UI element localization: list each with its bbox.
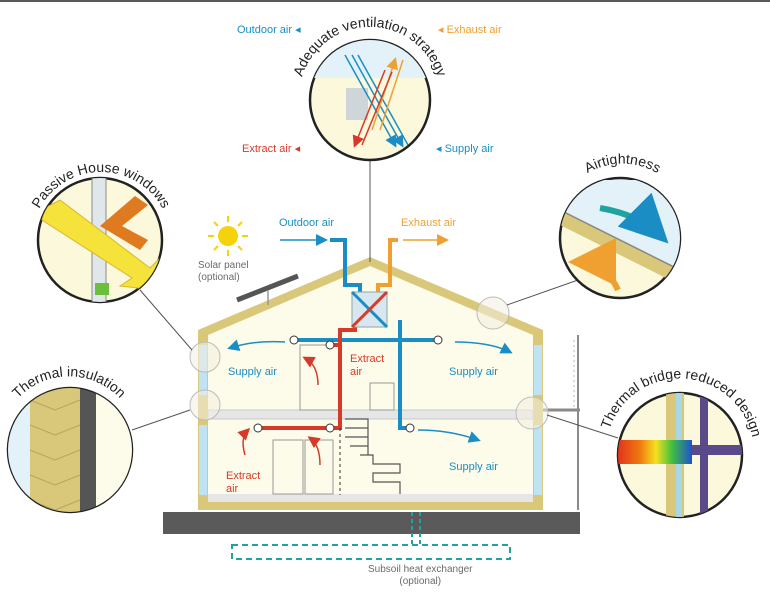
subsoil-label: Subsoil heat exchanger(optional)	[368, 564, 473, 587]
airtightness-callout	[558, 176, 682, 300]
supply-air-upper-left-label: Supply air	[228, 366, 277, 378]
solar-panel-label: Solar panel(optional)	[198, 260, 249, 283]
subsoil-heat-exchanger	[231, 544, 511, 560]
window-right-upper	[534, 345, 542, 395]
middle-floor	[207, 409, 534, 420]
heat-recovery-unit-icon	[350, 290, 389, 329]
supply-flow-arrow-ul	[227, 339, 286, 351]
house-exhaust-air-label: Exhaust air	[401, 217, 457, 229]
outdoor-air-duct	[330, 238, 362, 300]
windows-callout	[36, 176, 164, 304]
sun-icon	[208, 216, 248, 256]
air-valves	[253, 335, 443, 433]
detail-markers	[189, 296, 549, 430]
exhaust-air-duct	[376, 238, 398, 300]
callout-leader-lines	[131, 160, 619, 439]
supply-flow-arrow-ur	[454, 341, 513, 354]
insulation-callout	[6, 386, 134, 514]
solar-panel-icon	[236, 273, 299, 303]
supply-air-lower-right-label: Supply air	[449, 461, 498, 473]
ground-floor	[208, 494, 533, 502]
top-outdoor-air-label: Outdoor air ◂	[237, 24, 301, 36]
extract-flow-arrow-lower	[237, 427, 251, 456]
house-outdoor-air-label: Outdoor air	[279, 217, 335, 229]
window-left-lower	[199, 425, 207, 495]
supply-flow-arrow-lr	[417, 429, 481, 443]
staircase	[345, 418, 401, 494]
top-extract-air-label: Extract air ◂	[242, 143, 301, 155]
top-exhaust-air-label: ◂ Exhaust air	[438, 24, 502, 36]
top-supply-air-label: ◂ Supply air	[436, 143, 494, 155]
ground-slab	[163, 512, 580, 534]
extract-flow-arrow-upper	[302, 356, 319, 386]
window-right-lower	[534, 425, 542, 495]
ventilation-callout	[308, 38, 432, 162]
supply-air-upper-right-label: Supply air	[449, 366, 498, 378]
extract-flow-arrow-lower-2	[307, 436, 321, 466]
thermal-bridge-callout	[616, 391, 744, 519]
